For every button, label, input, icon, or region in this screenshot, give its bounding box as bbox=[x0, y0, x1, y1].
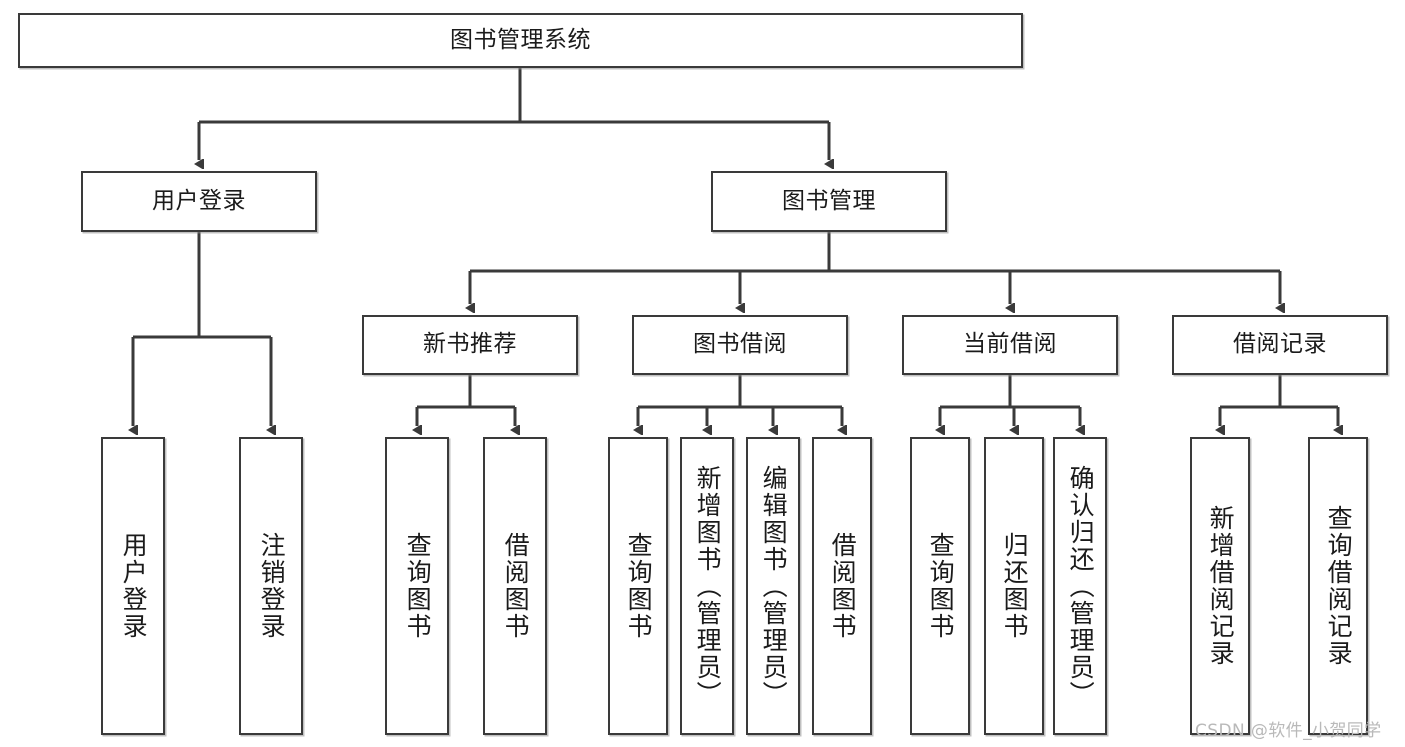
node-leaf-return-book[interactable]: 归还图书 bbox=[984, 437, 1044, 735]
node-leaf-user-login[interactable]: 用户登录 bbox=[101, 437, 165, 735]
node-leaf-query-book-cur-label: 查询图书 bbox=[926, 532, 956, 640]
node-leaf-add-record-label: 新增借阅记录 bbox=[1206, 505, 1236, 667]
csdn-watermark: CSDN @软件_小贺同学 bbox=[1195, 721, 1382, 741]
node-leaf-query-book-brw[interactable]: 查询图书 bbox=[608, 437, 668, 735]
node-leaf-query-book-brw-label: 查询图书 bbox=[624, 532, 654, 640]
node-leaf-query-book-rec[interactable]: 查询图书 bbox=[385, 437, 449, 735]
node-user-login-label: 用户登录 bbox=[152, 187, 246, 214]
edge-group-book-borrow bbox=[638, 375, 842, 426]
node-book-management[interactable]: 图书管理 bbox=[711, 171, 947, 232]
edge-group-current-borrow bbox=[940, 375, 1080, 426]
node-current-borrow[interactable]: 当前借阅 bbox=[902, 315, 1118, 375]
node-root-label: 图书管理系统 bbox=[450, 26, 591, 53]
edge-group-user-login bbox=[133, 232, 271, 426]
node-borrow-record-label: 借阅记录 bbox=[1233, 331, 1327, 358]
node-leaf-borrow-book-brw-label: 借阅图书 bbox=[828, 532, 858, 640]
node-leaf-logout[interactable]: 注销登录 bbox=[239, 437, 303, 735]
node-leaf-add-book[interactable]: 新增图书（管理员） bbox=[680, 437, 734, 735]
node-leaf-query-record[interactable]: 查询借阅记录 bbox=[1308, 437, 1368, 735]
node-leaf-query-book-rec-label: 查询图书 bbox=[403, 532, 433, 640]
node-leaf-query-record-label: 查询借阅记录 bbox=[1324, 505, 1354, 667]
node-leaf-query-book-cur[interactable]: 查询图书 bbox=[910, 437, 970, 735]
node-book-borrow-label: 图书借阅 bbox=[693, 331, 787, 358]
node-leaf-add-book-label: 新增图书（管理员） bbox=[693, 464, 723, 708]
node-leaf-logout-label: 注销登录 bbox=[257, 532, 287, 640]
node-leaf-confirm-return-label: 确认归还（管理员） bbox=[1066, 464, 1096, 708]
node-leaf-return-book-label: 归还图书 bbox=[1000, 532, 1030, 640]
node-current-borrow-label: 当前借阅 bbox=[963, 331, 1057, 358]
node-leaf-borrow-book-rec-label: 借阅图书 bbox=[501, 532, 531, 640]
node-leaf-confirm-return[interactable]: 确认归还（管理员） bbox=[1053, 437, 1107, 735]
node-user-login[interactable]: 用户登录 bbox=[81, 171, 317, 232]
node-root[interactable]: 图书管理系统 bbox=[18, 13, 1023, 68]
node-borrow-record[interactable]: 借阅记录 bbox=[1172, 315, 1388, 375]
node-leaf-edit-book[interactable]: 编辑图书（管理员） bbox=[746, 437, 800, 735]
edge-group-new-book-recommend bbox=[417, 375, 515, 426]
edge-group-borrow-record bbox=[1220, 375, 1338, 426]
node-leaf-edit-book-label: 编辑图书（管理员） bbox=[759, 464, 789, 708]
node-leaf-borrow-book-brw[interactable]: 借阅图书 bbox=[812, 437, 872, 735]
node-new-book-recommend[interactable]: 新书推荐 bbox=[362, 315, 578, 375]
node-book-borrow[interactable]: 图书借阅 bbox=[632, 315, 848, 375]
edge-group-root bbox=[199, 68, 829, 160]
node-leaf-user-login-label: 用户登录 bbox=[119, 532, 149, 640]
node-new-book-recommend-label: 新书推荐 bbox=[423, 331, 517, 358]
node-book-management-label: 图书管理 bbox=[782, 187, 876, 214]
node-leaf-add-record[interactable]: 新增借阅记录 bbox=[1190, 437, 1250, 735]
edge-group-book-management bbox=[470, 232, 1280, 304]
node-leaf-borrow-book-rec[interactable]: 借阅图书 bbox=[483, 437, 547, 735]
